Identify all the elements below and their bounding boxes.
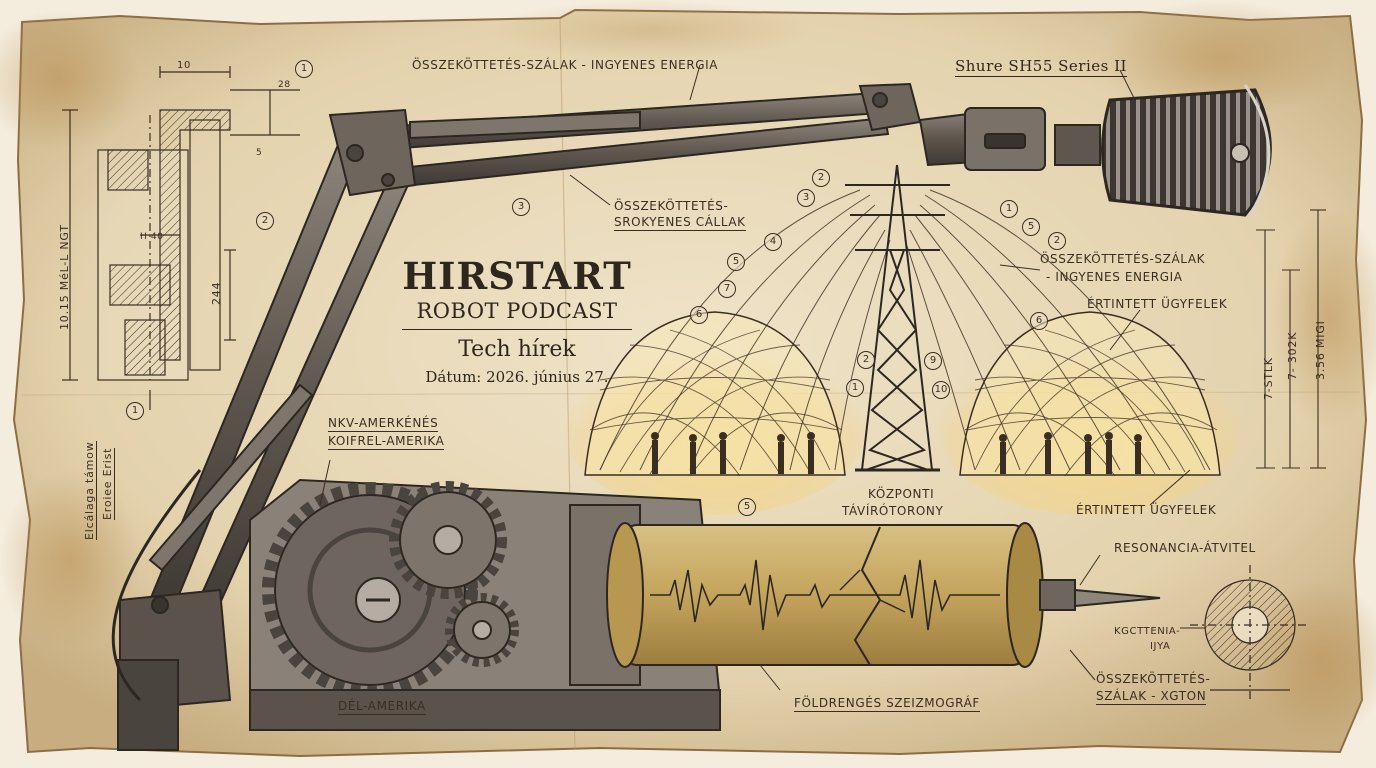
episode-date: Dátum: 2026. június 27. — [425, 368, 609, 386]
label-srok-1: Összeköttetés- — [614, 199, 729, 213]
title-block: HIRSTART ROBOT PODCAST Tech hírek Dátum:… — [392, 256, 642, 388]
right-dimension-lines — [1256, 209, 1326, 469]
label-affected-top: Értintett ügyfelek — [1087, 297, 1228, 311]
leader-lines — [319, 64, 1205, 691]
dimension-ho: h 40 — [140, 232, 164, 242]
callout-number: 1 — [126, 402, 144, 420]
callout-number: 3 — [512, 198, 530, 216]
dimension-28: 28 — [278, 80, 291, 90]
label-seismograph: Földrengés szeizmográf — [794, 696, 980, 712]
dimension-244: 244 — [210, 281, 223, 305]
callout-number: 1 — [846, 379, 864, 397]
label-tower-2: távírótorony — [842, 504, 944, 518]
circle-detail — [1190, 565, 1310, 700]
label-north-america-2: Koifrel-amerika — [328, 434, 445, 450]
label-right-energy-2: - ingyenes energia — [1046, 270, 1183, 284]
people-figures — [651, 432, 1142, 474]
label-left-vertical-2: Eroiee Erist — [101, 447, 115, 520]
label-south-america: Dél-Amerika — [338, 699, 426, 715]
label-kgt-2: IJYA — [1150, 641, 1171, 652]
label-top-energy: Összeköttetés-szálak - ingyenes energia — [412, 58, 719, 72]
lamp-arm — [111, 82, 922, 751]
label-kgt-1: KGCTTENIA- — [1114, 626, 1181, 637]
gear-machine — [249, 478, 722, 731]
dimension-r1: 7-STLK — [1262, 357, 1275, 400]
dimension-r3: 3.56 MIGI — [1314, 320, 1327, 380]
label-right-energy-1: Összeköttetés-szálak — [1040, 252, 1206, 266]
label-north-america-1: Nkv-amerkénés — [328, 416, 439, 432]
callout-number: 1 — [295, 60, 313, 78]
callout-number: 2 — [857, 351, 875, 369]
label-resonance: Resonancia-átvitel — [1114, 541, 1256, 555]
tower-wires — [599, 189, 1211, 471]
callout-number: 4 — [764, 233, 782, 251]
callout-number: 3 — [797, 189, 815, 207]
callout-number: 7 — [718, 280, 736, 298]
dimension-10: 10 — [177, 60, 191, 71]
microphone — [918, 84, 1272, 217]
telegraph-tower — [845, 164, 950, 472]
label-bottom-right-2: szálak - xgton — [1096, 689, 1207, 705]
callout-number: 2 — [1048, 232, 1066, 250]
label-left-vertical-1: Elcálaga támow — [83, 441, 97, 540]
seismograph-trace — [650, 559, 1000, 631]
episode-topic: Tech hírek — [458, 337, 576, 362]
mic-brand-label: Shure SH55 Series II — [955, 57, 1127, 77]
callout-number: 2 — [256, 212, 274, 230]
label-tower-1: Központi — [868, 487, 935, 501]
callout-number: 6 — [690, 306, 708, 324]
label-affected-bottom: Értintett ügyfelek — [1076, 503, 1217, 517]
callout-number: 5 — [738, 498, 756, 516]
dimension-5: 5 — [256, 148, 263, 158]
seismograph-cylinder — [606, 522, 1161, 668]
callout-number: 5 — [727, 253, 745, 271]
callout-number: 2 — [812, 169, 830, 187]
dimension-left: 10.15 MéL-L NGT — [58, 224, 71, 330]
callout-number: 1 — [1000, 200, 1018, 218]
podcast-title: HIRSTART — [402, 254, 632, 298]
dimension-r2: 7- 302K — [1286, 331, 1299, 380]
callout-number: 10 — [932, 381, 950, 399]
callout-number: 9 — [924, 352, 942, 370]
cross-section-drawing — [62, 66, 300, 410]
label-bottom-right-1: Összeköttetés- — [1096, 672, 1211, 686]
callout-number: 6 — [1030, 312, 1048, 330]
title-divider — [402, 329, 632, 330]
callout-number: 5 — [1022, 218, 1040, 236]
dome-right — [940, 311, 1240, 515]
label-srok-2: srokyenes cállak — [614, 215, 746, 231]
podcast-subtitle: ROBOT PODCAST — [416, 299, 618, 323]
